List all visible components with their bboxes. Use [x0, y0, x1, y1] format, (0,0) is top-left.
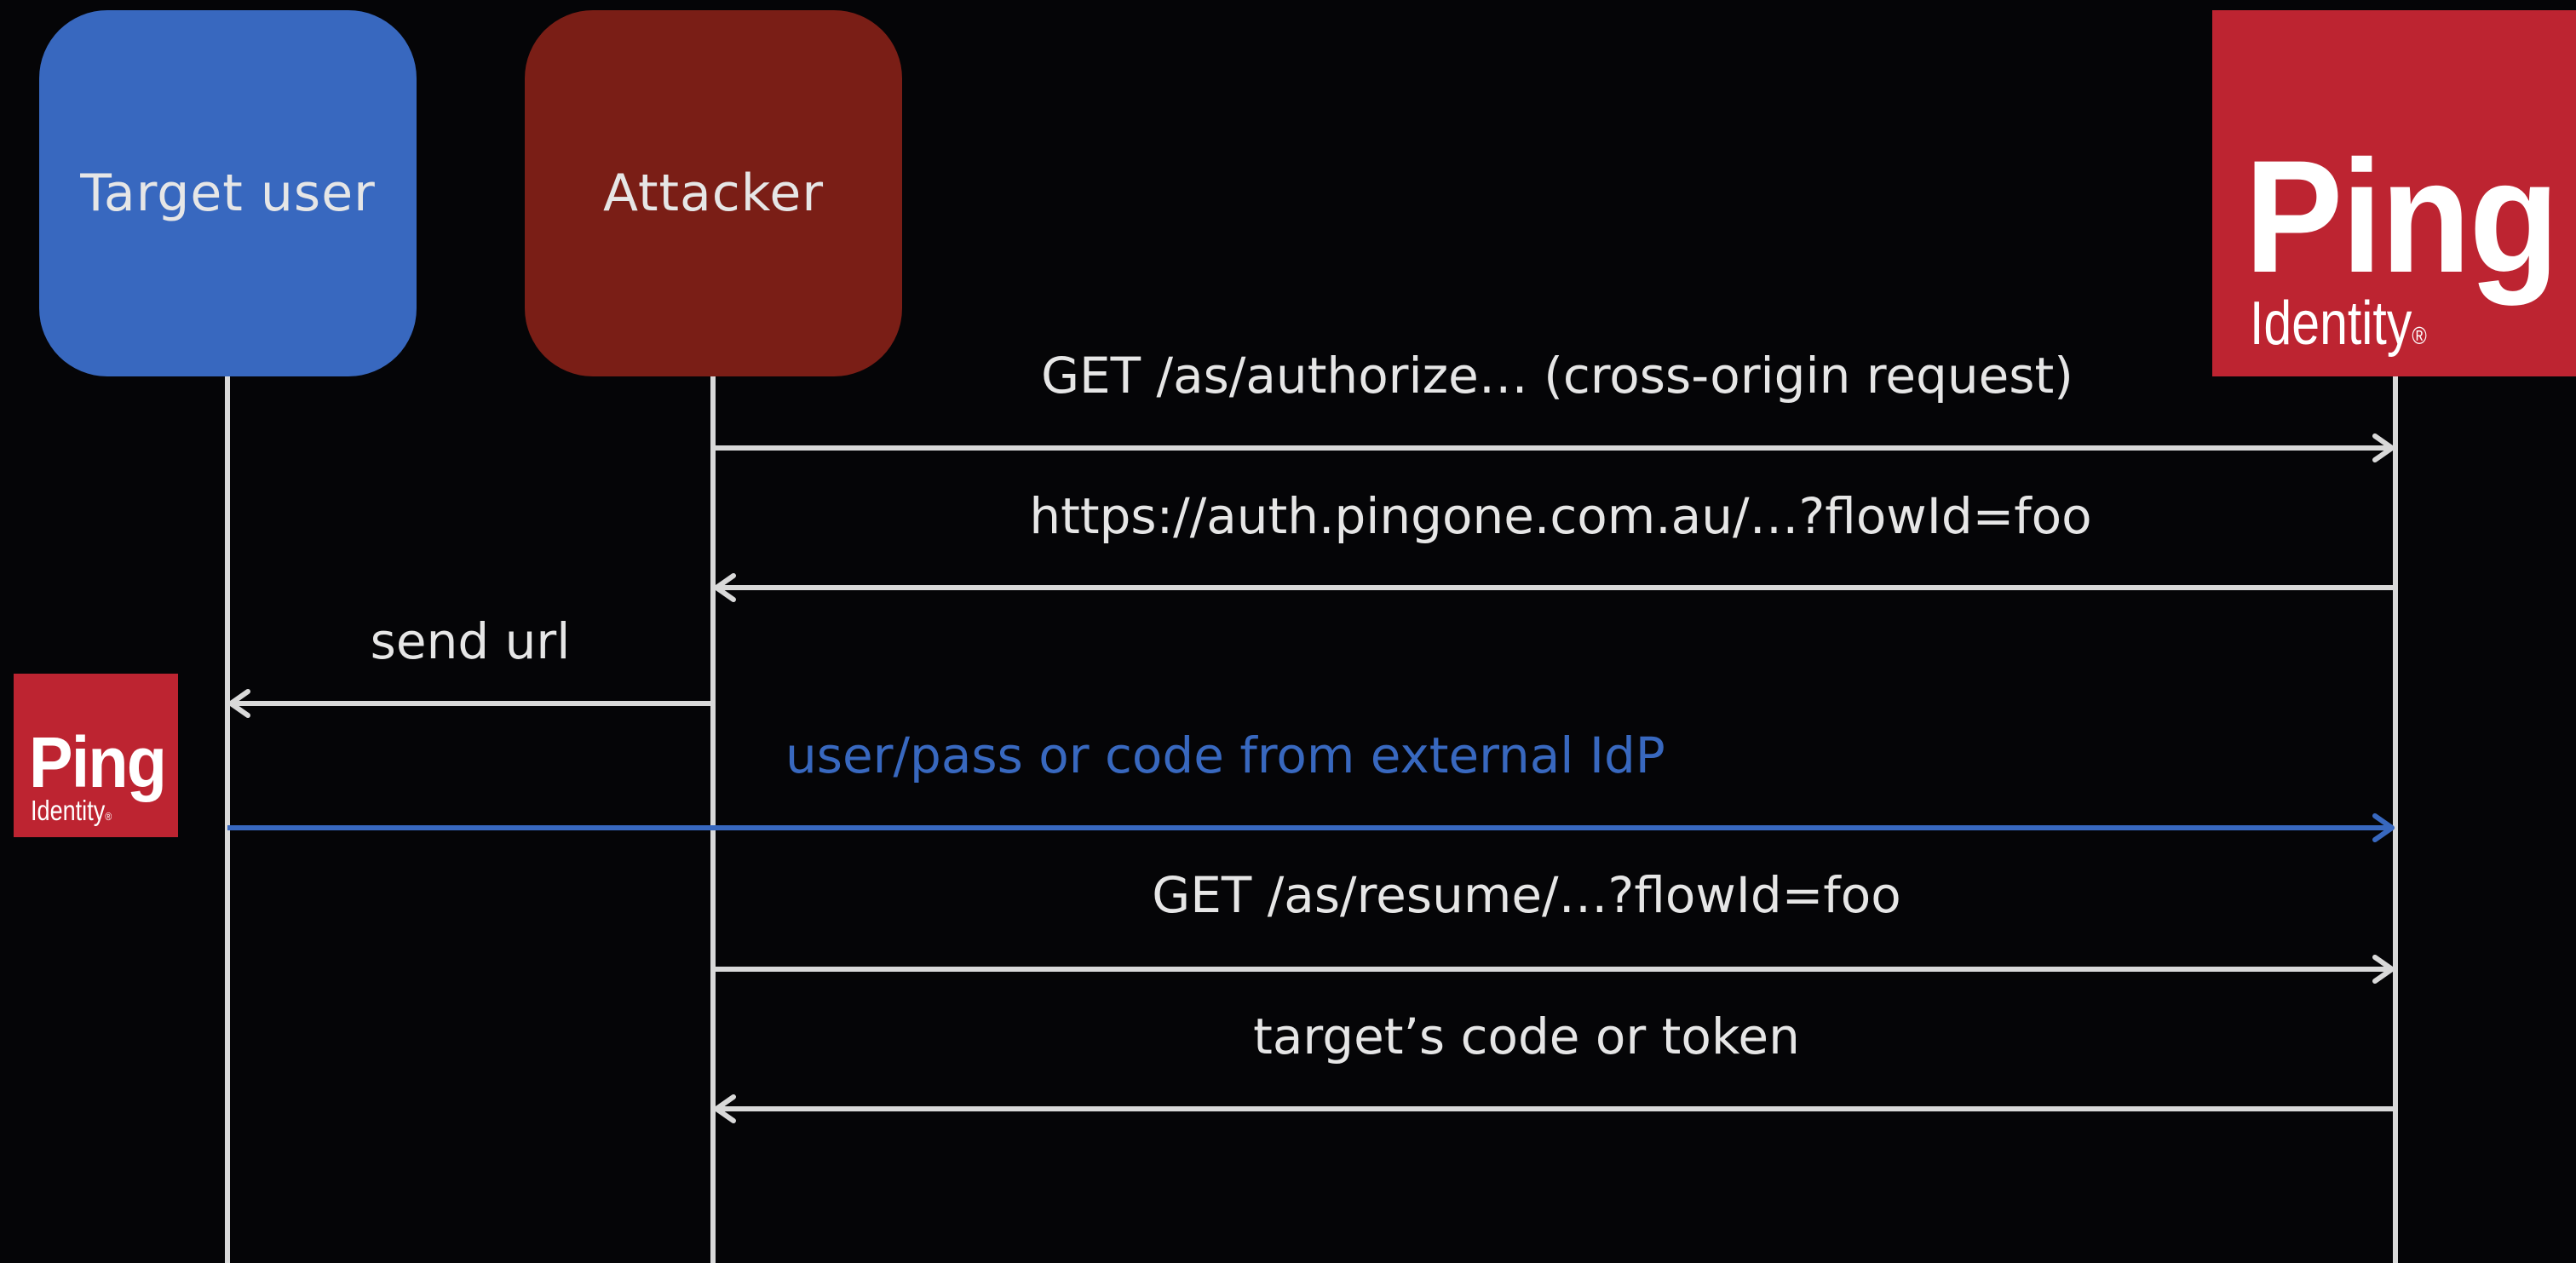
message-label-resume: GET /as/resume/…?flowId=foo — [1152, 866, 1901, 924]
message-label-send-url: send url — [370, 612, 571, 670]
arrow-flowid-url — [714, 573, 2395, 602]
arrow-token — [714, 1094, 2395, 1123]
participant-target-user: Target user — [39, 10, 417, 376]
message-label-credentials: user/pass or code from external IdP — [785, 726, 1665, 784]
ping-identity-logo: Ping Identity® — [2212, 10, 2576, 376]
arrow-credentials-head — [2372, 813, 2395, 842]
logo-word: Ping — [2245, 127, 2559, 306]
participant-attacker: Attacker — [525, 10, 902, 376]
arrow-credentials — [227, 813, 2395, 842]
arrow-authorize-head — [2372, 433, 2395, 462]
ping-identity-logo-small: Ping Identity® — [14, 674, 178, 837]
message-label-flowid-url: https://auth.pingone.com.au/…?flowId=foo — [1029, 487, 2092, 545]
arrow-resume-head — [2372, 955, 2395, 984]
arrow-token-head — [714, 1094, 736, 1123]
arrow-flowid-url-head — [714, 573, 736, 602]
arrow-resume — [713, 955, 2395, 984]
logo-subword-small: Identity® — [31, 795, 112, 826]
arrow-send-url-head — [228, 689, 250, 718]
message-label-authorize: GET /as/authorize… (cross-origin request… — [1041, 347, 2073, 405]
arrow-authorize — [713, 433, 2395, 462]
arrow-send-url — [228, 689, 713, 718]
message-label-token: target’s code or token — [1253, 1008, 1800, 1065]
logo-word-small: Ping — [29, 722, 167, 802]
logo-subword: Identity® — [2250, 290, 2427, 358]
